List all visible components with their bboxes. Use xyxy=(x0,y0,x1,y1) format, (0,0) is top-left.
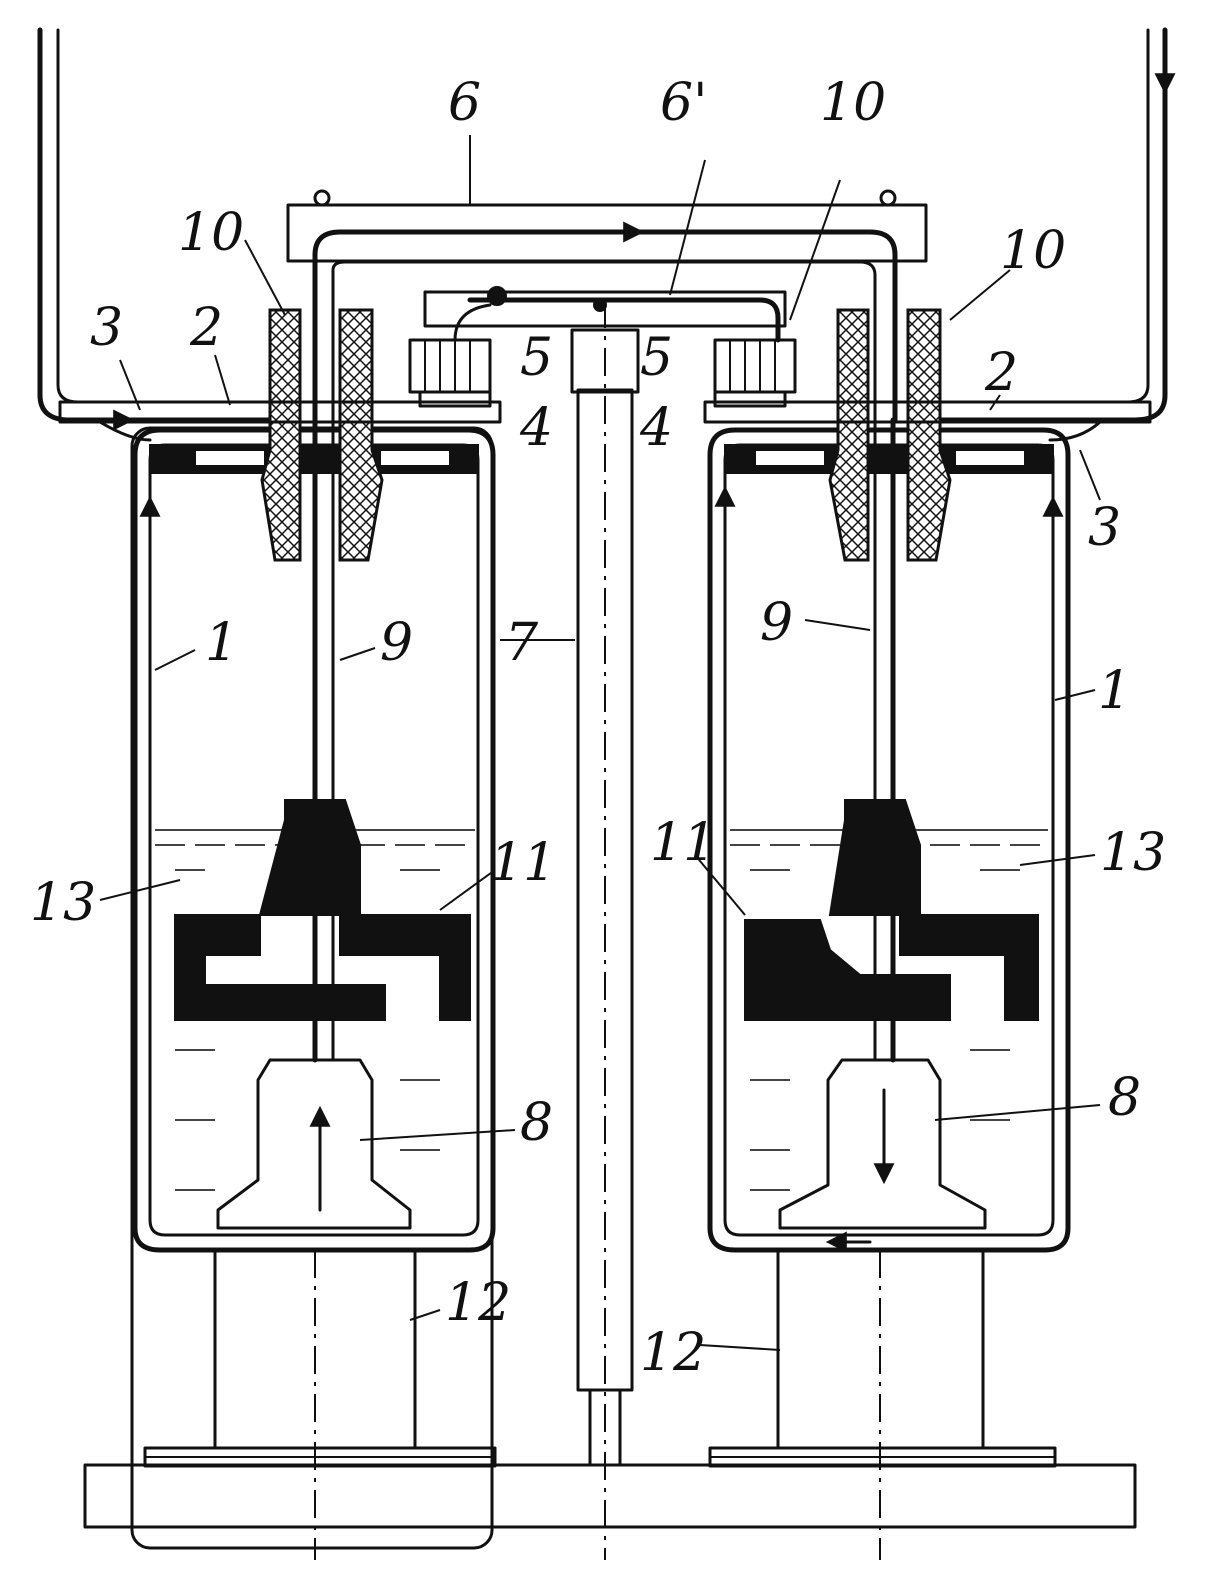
label-5-left: 5 xyxy=(520,328,553,388)
label-12-left: 12 xyxy=(445,1273,511,1333)
top-busbar xyxy=(286,189,928,423)
labels: 6 6' 10 10 10 3 3 2 2 5 5 4 4 7 1 1 9 9 … xyxy=(30,73,1166,1383)
label-9-right: 9 xyxy=(760,593,793,653)
label-8-left: 8 xyxy=(520,1093,553,1153)
electrode-11-right xyxy=(744,799,1039,1021)
collector-right xyxy=(703,400,1152,442)
label-6: 6 xyxy=(448,73,481,133)
holder-8-left xyxy=(216,1058,412,1230)
label-13-right: 13 xyxy=(1100,823,1166,883)
label-13-left: 13 xyxy=(30,873,96,933)
central-column xyxy=(570,300,640,1560)
holder-8-right xyxy=(778,1058,987,1253)
label-12-right: 12 xyxy=(640,1323,706,1383)
leader-lines xyxy=(99,135,1101,1351)
label-10-left: 10 xyxy=(178,203,244,263)
link-bar xyxy=(423,286,787,343)
label-9-left: 9 xyxy=(380,613,413,673)
label-11-left: 11 xyxy=(490,833,556,893)
insulator-left xyxy=(260,308,384,562)
electrode-11-left xyxy=(174,799,471,1021)
label-2-right: 2 xyxy=(984,343,1018,403)
support-12-right xyxy=(776,1248,985,1560)
label-3-left: 3 xyxy=(90,298,123,358)
label-3-right: 3 xyxy=(1088,498,1121,558)
insulator-right xyxy=(828,308,952,562)
label-1-right: 1 xyxy=(1098,661,1131,721)
rod-right xyxy=(873,417,896,1063)
label-5-right: 5 xyxy=(640,328,673,388)
label-4-right: 4 xyxy=(639,398,673,458)
label-2-left: 2 xyxy=(189,298,223,358)
collector-left xyxy=(58,400,502,442)
label-7: 7 xyxy=(505,613,539,673)
label-4-left: 4 xyxy=(519,398,553,458)
label-10-top: 10 xyxy=(820,73,886,133)
lid-right xyxy=(724,444,1054,474)
support-12-left xyxy=(213,1248,417,1560)
rod-left xyxy=(312,417,335,1063)
terminal-left xyxy=(408,338,492,408)
label-1-left: 1 xyxy=(205,613,238,673)
label-8-right: 8 xyxy=(1108,1068,1141,1128)
label-11-right: 11 xyxy=(650,813,716,873)
label-10-right: 10 xyxy=(1000,221,1066,281)
terminal-right xyxy=(713,338,797,408)
label-6-prime: 6' xyxy=(660,73,707,133)
